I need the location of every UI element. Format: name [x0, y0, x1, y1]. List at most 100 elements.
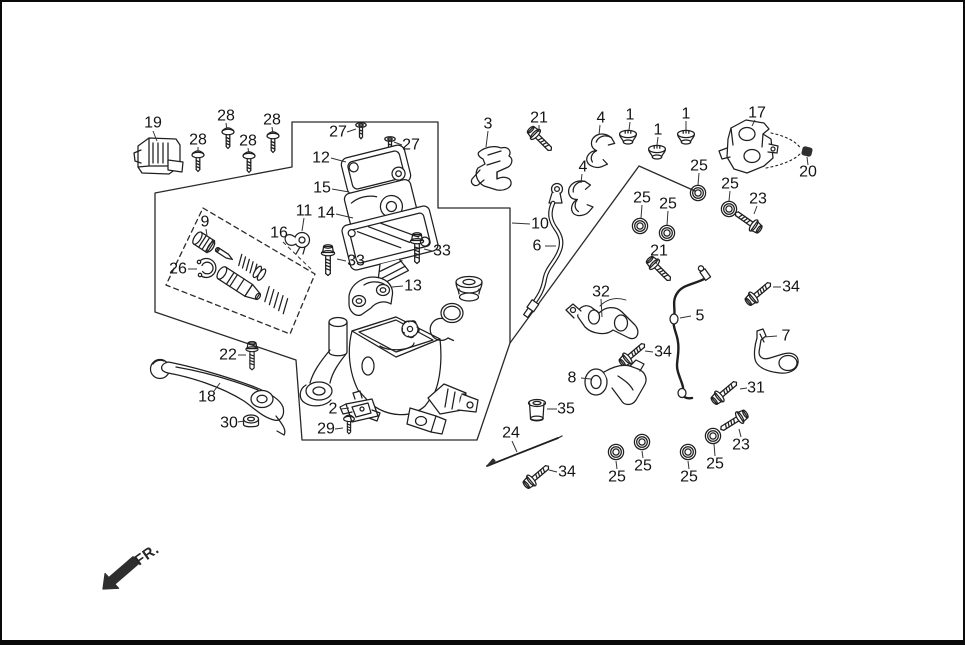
leader-line-3-17 — [485, 130, 489, 148]
part-label-33-14: 33 — [347, 253, 365, 270]
part-label-1-22: 1 — [654, 122, 663, 139]
leader-line-25-29 — [640, 204, 643, 219]
part-label-34-36: 34 — [654, 344, 672, 361]
part-label-26-13: 26 — [169, 261, 187, 278]
part-11-joint-piece — [284, 231, 311, 255]
leader-line-33-15 — [423, 248, 433, 252]
leader-line-2-52 — [340, 407, 350, 410]
part-label-35-41: 35 — [557, 401, 575, 418]
leader-line-18-50 — [213, 382, 221, 392]
part-label-1-23: 1 — [682, 106, 691, 123]
leader-line-12-7 — [330, 157, 347, 163]
part-label-25-30: 25 — [659, 196, 677, 213]
leader-line-25-47 — [641, 450, 644, 459]
part-label-7-38: 7 — [782, 328, 791, 345]
part-label-12-7: 12 — [312, 150, 330, 167]
leader-line-23-28 — [753, 205, 758, 215]
part-20-nut — [801, 146, 813, 157]
leader-line-17-24 — [751, 119, 756, 127]
part-label-32-34: 32 — [592, 284, 610, 301]
part-spring-large — [264, 286, 289, 315]
part-label-21-18: 21 — [530, 110, 548, 127]
part-spring-small — [238, 253, 258, 276]
part-label-20-25: 20 — [799, 164, 817, 181]
part-8-hose-holder — [584, 359, 647, 406]
leader-line-28-3 — [247, 147, 250, 155]
part-label-34-43: 34 — [558, 464, 576, 481]
part-6-brake-hose — [523, 182, 564, 319]
part-label-25-48: 25 — [680, 469, 698, 486]
leader-line-34-43 — [548, 469, 558, 473]
part-26-circlip — [196, 257, 217, 279]
part-label-25-47: 25 — [634, 458, 652, 475]
part-30-pivot-nut — [242, 414, 260, 428]
part-label-5-35: 5 — [696, 308, 705, 325]
leader-line-33-14 — [336, 258, 347, 262]
leader-line-25-48 — [687, 460, 690, 470]
leader-line-34-36 — [644, 350, 654, 353]
part-label-31-39: 31 — [747, 380, 765, 397]
leader-line-14-9 — [335, 213, 354, 219]
leader-line-27-6 — [393, 141, 403, 146]
leader-line-23-44 — [738, 428, 742, 438]
part-boot — [455, 275, 483, 302]
part-label-4-20: 4 — [579, 159, 588, 176]
leader-line-15-8 — [331, 188, 350, 193]
part-label-25-29: 25 — [633, 190, 651, 207]
leader-line-1-21 — [628, 121, 631, 131]
leader-line-25-30 — [666, 210, 669, 226]
part-7-stopper-arm — [753, 328, 799, 374]
part-3-holder-clip — [470, 146, 513, 191]
part-label-27-5: 27 — [329, 124, 347, 141]
part-label-28-1: 28 — [189, 132, 207, 149]
part-label-28-3: 28 — [239, 133, 257, 150]
leader-line-25-27 — [728, 190, 731, 202]
part-9-piston-cup — [192, 231, 216, 254]
part-label-21-31: 21 — [650, 243, 668, 260]
part-18-brake-lever — [149, 358, 286, 436]
leader-line-7-38 — [763, 335, 778, 338]
bracket-alignment-dots — [765, 132, 802, 169]
leader-line-13-16 — [391, 285, 404, 288]
part-label-23-28: 23 — [749, 191, 767, 208]
part-32-cable-guide — [565, 298, 639, 340]
leader-line-4-19 — [598, 124, 601, 136]
leader-line-28-2 — [225, 122, 228, 131]
part-label-23-44: 23 — [732, 437, 750, 454]
leader-line-25-26 — [697, 172, 700, 186]
drawing-layer: FR. — [102, 119, 813, 590]
part-label-3-17: 3 — [484, 116, 493, 133]
leader-line-9-12 — [205, 228, 208, 237]
leader-line-27-5 — [346, 128, 357, 133]
part-label-25-46: 25 — [608, 469, 626, 486]
leader-line-1-22 — [656, 136, 659, 146]
part-label-9-12: 9 — [201, 214, 210, 231]
leader-line-32-34 — [600, 298, 603, 318]
assembly-group-outline — [154, 121, 511, 441]
part-label-29-53: 29 — [317, 421, 335, 438]
part-push-rod — [214, 246, 234, 261]
part-13-clamp — [348, 276, 394, 317]
part-19-brake-switch — [133, 137, 184, 175]
leader-line-25-45 — [713, 443, 716, 457]
part-label-16-11: 16 — [270, 225, 288, 242]
part-label-14-9: 14 — [317, 205, 335, 222]
part-5-cable — [669, 265, 712, 400]
leader-line-31-39 — [739, 387, 748, 390]
part-label-34-40: 34 — [782, 279, 800, 296]
part-label-24-42: 24 — [502, 425, 520, 442]
part-label-22-49: 22 — [219, 347, 237, 364]
part-label-6-33: 6 — [533, 238, 542, 255]
leader-line-8-37 — [580, 377, 592, 380]
part-master-cylinder-body — [299, 316, 479, 435]
part-o-ring — [440, 302, 464, 324]
part-label-11-10: 11 — [296, 203, 313, 220]
part-label-25-45: 25 — [706, 456, 724, 473]
part-label-27-6: 27 — [402, 137, 420, 154]
part-label-4-19: 4 — [597, 110, 606, 127]
part-label-17-24: 17 — [748, 105, 766, 122]
part-label-13-16: 13 — [404, 278, 422, 295]
